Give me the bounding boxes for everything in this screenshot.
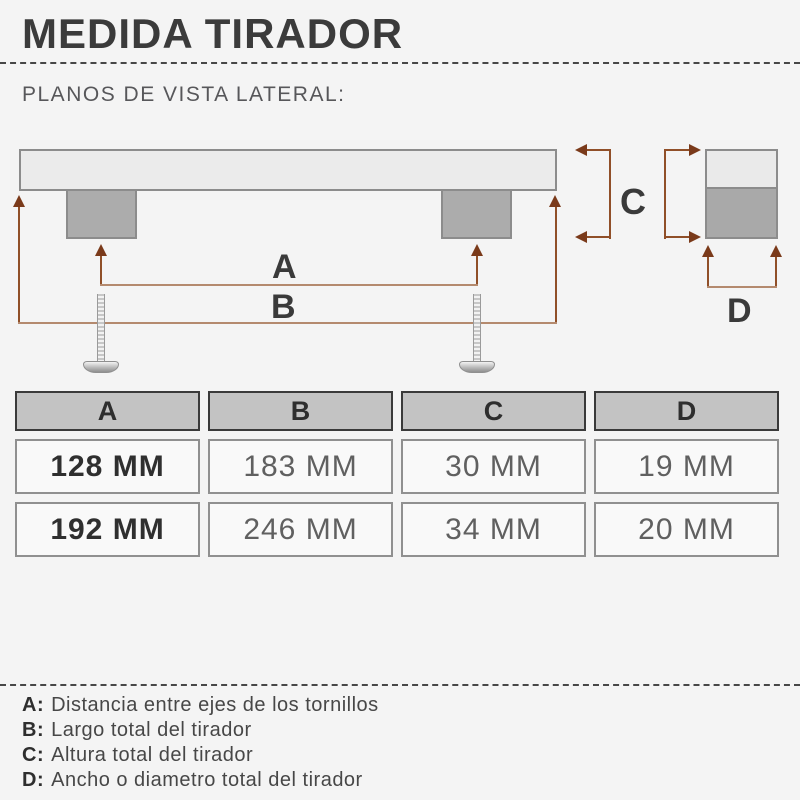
legend-divider [0,684,800,686]
header-divider [0,62,800,64]
legend: A: Distancia entre ejes de los tornillos… [22,693,379,793]
table-cell-b2: 246 MM [208,502,393,557]
dimension-c-bottom-tick [584,236,611,238]
dimension-b-line [18,322,557,324]
dimension-a-right-arrow-icon [471,244,483,256]
dimension-c-top-arrow-icon [575,144,587,156]
right-screw-shaft [473,294,481,363]
left-screw-icon [82,294,120,374]
measurement-table: A B C D 128 MM 183 MM 30 MM 19 MM 192 MM… [15,391,785,557]
end-view-bracket-top-tick [664,149,690,151]
legend-text-b: Largo total del tirador [51,719,252,741]
end-view-bar-section [707,151,776,189]
handle-right-post [441,189,512,239]
dimension-b-left-stem [18,206,20,324]
table-cell-c2: 34 MM [401,502,586,557]
left-screw-shaft [97,294,105,363]
table-cell-b1: 183 MM [208,439,393,494]
dimension-d-label: D [727,292,752,330]
legend-key-c: C: [22,744,45,766]
right-screw-head [459,361,495,373]
dimension-d-left-stem [707,256,709,288]
dimension-b-left-arrow-icon [13,195,25,207]
legend-item-c: C: Altura total del tirador [22,743,379,768]
dimension-d-right-stem [775,256,777,288]
dimension-d-left-arrow-icon [702,245,714,257]
dimension-b-right-arrow-icon [549,195,561,207]
dimension-c-bottom-arrow-icon [575,231,587,243]
end-view-post-section [707,189,776,237]
end-view-bracket-bottom-tick [664,236,690,238]
dimension-b-label: B [271,288,296,326]
dimension-c-label: C [620,181,646,222]
handle-end-view [705,149,778,239]
end-view-top-arrow-icon [689,144,701,156]
page-title: MEDIDA TIRADOR [22,10,404,57]
dimension-d-line [707,286,777,288]
table-cell-d2: 20 MM [594,502,779,557]
table-header-c: C [401,391,586,431]
end-view-bracket-stem [664,149,666,239]
dimension-d-right-arrow-icon [770,245,782,257]
left-screw-head [83,361,119,373]
table-cell-d1: 19 MM [594,439,779,494]
legend-text-a: Distancia entre ejes de los tornillos [51,694,379,716]
dimension-c-stem [609,149,611,239]
dimension-a-line [100,284,478,286]
table-header-b: B [208,391,393,431]
right-screw-icon [458,294,496,374]
legend-text-d: Ancho o diametro total del tirador [51,769,363,791]
table-cell-c1: 30 MM [401,439,586,494]
dimension-c-top-tick [584,149,611,151]
dimension-a-label: A [272,248,297,286]
legend-item-b: B: Largo total del tirador [22,718,379,743]
dimension-a-left-stem [100,255,102,286]
table-cell-a2: 192 MM [15,502,200,557]
table-header-a: A [15,391,200,431]
table-header-d: D [594,391,779,431]
legend-text-c: Altura total del tirador [51,744,254,766]
legend-key-b: B: [22,719,45,741]
page-subtitle: PLANOS DE VISTA LATERAL: [22,83,346,106]
legend-item-d: D: Ancho o diametro total del tirador [22,768,379,793]
legend-item-a: A: Distancia entre ejes de los tornillos [22,693,379,718]
end-view-bottom-arrow-icon [689,231,701,243]
handle-bar-side-view [19,149,557,191]
legend-key-a: A: [22,694,45,716]
dimension-a-right-stem [476,255,478,286]
dimension-b-right-stem [555,206,557,324]
dimension-a-left-arrow-icon [95,244,107,256]
legend-key-d: D: [22,769,45,791]
handle-left-post [66,189,137,239]
table-cell-a1: 128 MM [15,439,200,494]
